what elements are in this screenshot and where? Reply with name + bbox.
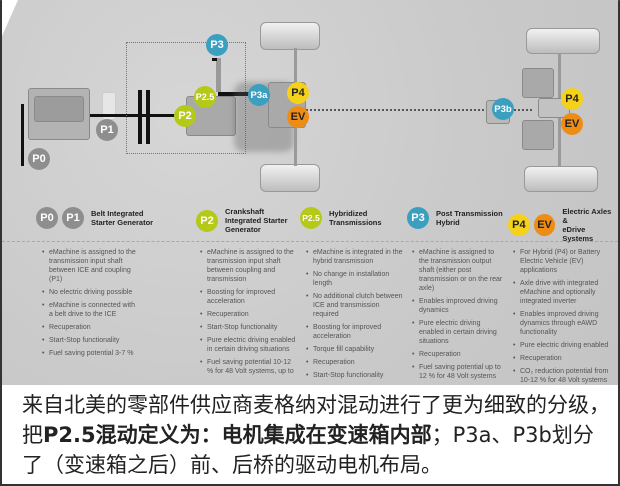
bullet: Recuperation <box>200 310 298 319</box>
bullet: Enables improved driving dynamics <box>412 297 504 315</box>
badge-p2-5: P2.5 <box>194 86 216 108</box>
caption-part1: 来自北美的零部件供应商麦格纳对混动进行了更为细致的分级，把 <box>22 393 610 447</box>
bullet: eMachine is assigned to the transmission… <box>412 248 504 293</box>
legend-title: Crankshaft Integrated Starter Generator <box>225 207 288 234</box>
badge-p3: P3 <box>206 34 228 56</box>
clutch-plate-left <box>138 90 142 144</box>
bullet: Start-Stop functionality <box>42 336 140 345</box>
column-p2: eMachine is assigned to the transmission… <box>200 248 298 380</box>
output-shaft <box>218 92 256 96</box>
propshaft-dotted <box>302 109 532 111</box>
bullet: No change in installation length <box>306 270 404 288</box>
legend-title: Hybridized Transmissions <box>329 209 382 227</box>
legend-badge-p4: P4 <box>508 214 530 236</box>
caption-text: 来自北美的零部件供应商麦格纳对混动进行了更为细致的分级，把P2.5混动定义为：电… <box>22 390 612 480</box>
badge-p2: P2 <box>174 105 196 127</box>
legend-title: Belt Integrated Starter Generator <box>91 209 154 227</box>
bullet: Pure electric driving enabled in certain… <box>200 336 298 354</box>
rear-wheel-top <box>526 28 600 54</box>
legend-badge-p0: P0 <box>36 207 58 229</box>
transmission-boundary <box>126 42 246 154</box>
bullet: Recuperation <box>412 350 504 359</box>
bullet: Fuel saving potential 3-7 % <box>42 349 140 358</box>
legend-p4-ev: P4 EV Electric Axles & eDrive Systems <box>508 207 618 243</box>
column-p3: eMachine is assigned to the transmission… <box>412 248 504 385</box>
badge-p0: P0 <box>28 148 50 170</box>
legend-title: Post Transmission Hybrid <box>436 209 503 227</box>
bullet: eMachine is assigned to the transmission… <box>200 248 298 284</box>
bullet: Boosting for improved acceleration <box>306 323 404 341</box>
column-p0-p1: eMachine is assigned to the transmission… <box>42 248 140 362</box>
caption-bold: P2.5混动定义为：电机集成在变速箱内部 <box>43 423 432 447</box>
front-wheel-top <box>260 22 320 50</box>
bullet: Recuperation <box>306 358 404 367</box>
bullet: Boosting for improved acceleration <box>200 288 298 306</box>
legend-badge-p1: P1 <box>62 207 84 229</box>
front-wheel-bottom <box>260 164 320 192</box>
bullet: eMachine is integrated in the hybrid tra… <box>306 248 404 266</box>
p3-stub <box>212 58 217 61</box>
corner-fold <box>2 0 18 36</box>
bullet: Pure electric driving enabled in certain… <box>412 319 504 346</box>
bullet: Recuperation <box>42 323 140 332</box>
bullet: eMachine is connected with a belt drive … <box>42 301 140 319</box>
legend-p2-5: P2.5 Hybridized Transmissions <box>300 207 382 229</box>
bullet: Pure electric driving enabled <box>513 341 617 350</box>
bullet: Enables improved driving dynamics throug… <box>513 310 617 337</box>
legend-badge-p3: P3 <box>407 207 429 229</box>
legend-separator <box>2 241 618 242</box>
legend-p2: P2 Crankshaft Integrated Starter Generat… <box>196 207 288 234</box>
rear-drive-unit-top <box>522 68 554 98</box>
bullet: Fuel saving potential up to 12 % for 48 … <box>412 363 504 381</box>
hybrid-topology-diagram: P0 P1 P2 P2.5 P3 P3a P4 EV P3b P4 EV P0 … <box>2 0 618 385</box>
badge-ev-front: EV <box>287 106 309 128</box>
engine-head <box>34 96 84 122</box>
legend-title: Electric Axles & eDrive Systems <box>562 207 612 243</box>
badge-p4-rear: P4 <box>561 88 583 110</box>
badge-ev-rear: EV <box>561 113 583 135</box>
badge-p3b: P3b <box>492 98 514 120</box>
bullet: Axle drive with integrated eMachine and … <box>513 279 617 306</box>
bullet: Recuperation <box>513 354 617 363</box>
clutch-plate-right <box>146 90 150 144</box>
legend-p0-p1: P0 P1 Belt Integrated Starter Generator <box>36 207 153 229</box>
legend-badge-p2-5: P2.5 <box>300 207 322 229</box>
bullet: No electric driving possible <box>42 288 140 297</box>
bullet: Torque fill capability <box>306 345 404 354</box>
legend-badge-ev: EV <box>533 214 556 236</box>
bullet: No additional clutch between ICE and tra… <box>306 292 404 319</box>
bullet: Fuel saving potential 10-12 % for 48 Vol… <box>200 358 298 376</box>
badge-p1: P1 <box>96 119 118 141</box>
badge-p3a: P3a <box>248 84 270 106</box>
column-p2-5: eMachine is integrated in the hybrid tra… <box>306 248 404 384</box>
badge-p4-front: P4 <box>287 82 309 104</box>
caption-part2: ；P3a、P3b划分了（变速箱之后）前、后桥的驱动电机布局。 <box>22 423 594 477</box>
bullet: Start-Stop functionality <box>200 323 298 332</box>
legend-p3: P3 Post Transmission Hybrid <box>407 207 503 229</box>
bullet: For Hybrid (P4) or Battery Electric Vehi… <box>513 248 617 275</box>
p3-connector <box>216 58 221 92</box>
legend-badge-p2: P2 <box>196 209 218 232</box>
bullet: CO₂ reduction potential from 10-12 % for… <box>513 367 617 385</box>
bullet: Start-Stop functionality <box>306 371 404 380</box>
belt-drive <box>21 104 24 166</box>
column-p4-ev: For Hybrid (P4) or Battery Electric Vehi… <box>513 248 617 385</box>
crankshaft <box>90 114 180 117</box>
rear-wheel-bottom <box>524 166 598 192</box>
rear-drive-unit-bottom <box>522 120 554 150</box>
bullet: eMachine is assigned to the transmission… <box>42 248 140 284</box>
